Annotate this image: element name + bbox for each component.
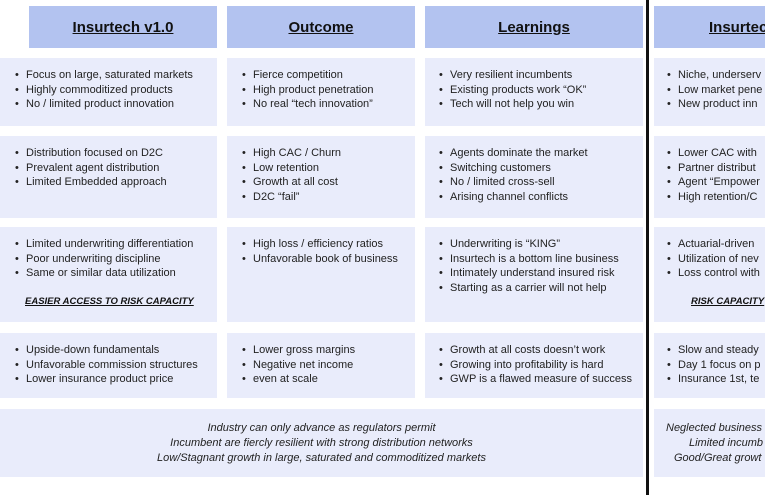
list-item: High retention/C [666, 190, 765, 205]
list-item: Day 1 focus on p [666, 358, 765, 373]
section-divider [646, 0, 649, 495]
list-item: High loss / efficiency ratios [241, 237, 415, 252]
cell-r2-c4: Lower CAC with Partner distribut Agent “… [654, 136, 765, 218]
list-item: Partner distribut [666, 161, 765, 176]
header-learnings: Learnings [425, 6, 643, 48]
footer-line: Good/Great growt [674, 452, 762, 464]
list-item: Slow and steady [666, 343, 765, 358]
header-outcome: Outcome [227, 6, 415, 48]
list-item: Niche, underserv [666, 68, 765, 83]
list-item: Lower insurance product price [14, 372, 217, 387]
footer-line: Limited incumb [689, 437, 763, 449]
list-item: Agent “Empower [666, 175, 765, 190]
list-item: Negative net income [241, 358, 415, 373]
header-label: Learnings [498, 18, 570, 36]
list-item: Unfavorable commission structures [14, 358, 217, 373]
list-item: Insurtech is a bottom line business [438, 252, 643, 267]
cell-r3-c1: Limited underwriting differentiation Poo… [0, 227, 217, 322]
cell-r3-c4: Actuarial-driven Utilization of nev Loss… [654, 227, 765, 322]
list-item: Prevalent agent distribution [14, 161, 217, 176]
list-item: Growing into profitability is hard [438, 358, 643, 373]
cell-r2-c1: Distribution focused on D2C Prevalent ag… [0, 136, 217, 218]
list-item: Very resilient incumbents [438, 68, 643, 83]
list-item: Highly commoditized products [14, 83, 217, 98]
footer-line: Industry can only advance as regulators … [207, 422, 436, 434]
list-item: New product inn [666, 97, 765, 112]
list-item: No real “tech innovation” [241, 97, 415, 112]
list-item: D2C “fail” [241, 190, 415, 205]
risk-capacity-label: EASIER ACCESS TO RISK CAPACITY [25, 296, 194, 307]
list-item: No / limited cross-sell [438, 175, 643, 190]
cell-r3-c2: High loss / efficiency ratios Unfavorabl… [227, 227, 415, 322]
list-item: Utilization of nev [666, 252, 765, 267]
header-label: Outcome [288, 18, 354, 36]
list-item: Loss control with [666, 266, 765, 281]
list-item: No / limited product innovation [14, 97, 217, 112]
list-item-continuation: even at scale [241, 372, 415, 387]
list-item: High product penetration [241, 83, 415, 98]
footer-summary-left: Industry can only advance as regulators … [0, 409, 643, 477]
header-label: Insurtec [709, 18, 765, 36]
cell-r4-c1: Upside-down fundamentals Unfavorable com… [0, 333, 217, 398]
list-item: Existing products work “OK” [438, 83, 643, 98]
footer-summary-right: Neglected business Limited incumb Good/G… [654, 409, 765, 477]
header-insurtech-v1: Insurtech v1.0 [29, 6, 217, 48]
list-item: Underwriting is “KING” [438, 237, 643, 252]
list-item: Switching customers [438, 161, 643, 176]
list-item: Limited Embedded approach [14, 175, 217, 190]
header-insurtech-v2: Insurtec [654, 6, 765, 48]
header-label: Insurtech v1.0 [72, 18, 174, 36]
cell-r2-c3: Agents dominate the market Switching cus… [425, 136, 643, 218]
list-item: Lower gross margins [241, 343, 415, 358]
cell-r1-c2: Fierce competition High product penetrat… [227, 58, 415, 126]
list-item: Agents dominate the market [438, 146, 643, 161]
list-item: Unfavorable book of business [241, 252, 415, 267]
list-item: Poor underwriting discipline [14, 252, 217, 267]
list-item: Lower CAC with [666, 146, 765, 161]
list-item: GWP is a flawed measure of success [438, 372, 643, 387]
list-item: Tech will not help you win [438, 97, 643, 112]
footer-line: Incumbent are fiercly resilient with str… [170, 437, 473, 449]
list-item: Distribution focused on D2C [14, 146, 217, 161]
list-item: Low retention [241, 161, 415, 176]
list-item: Intimately understand insured risk [438, 266, 643, 281]
list-item: Growth at all cost [241, 175, 415, 190]
cell-r4-c2: Lower gross margins Negative net income … [227, 333, 415, 398]
list-item: Fierce competition [241, 68, 415, 83]
list-item: High CAC / Churn [241, 146, 415, 161]
cell-r1-c3: Very resilient incumbents Existing produ… [425, 58, 643, 126]
list-item: Insurance 1st, te [666, 372, 765, 387]
list-item: Starting as a carrier will not help [438, 281, 643, 296]
cell-r3-c3: Underwriting is “KING” Insurtech is a bo… [425, 227, 643, 322]
cell-r4-c3: Growth at all costs doesn’t work Growing… [425, 333, 643, 398]
list-item: Same or similar data utilization [14, 266, 217, 281]
cell-r1-c1: Focus on large, saturated markets Highly… [0, 58, 217, 126]
cell-r2-c2: High CAC / Churn Low retention Growth at… [227, 136, 415, 218]
cell-r1-c4: Niche, underserv Low market pene New pro… [654, 58, 765, 126]
list-item: Limited underwriting differentiation [14, 237, 217, 252]
cell-r4-c4: Slow and steady Day 1 focus on p Insuran… [654, 333, 765, 398]
risk-capacity-label: RISK CAPACITY [691, 296, 765, 307]
footer-line: Low/Stagnant growth in large, saturated … [157, 452, 486, 464]
footer-line: Neglected business [666, 422, 763, 434]
list-item: Growth at all costs doesn’t work [438, 343, 643, 358]
list-item: Arising channel conflicts [438, 190, 643, 205]
list-item: Focus on large, saturated markets [14, 68, 217, 83]
list-item: Low market pene [666, 83, 765, 98]
list-item: Actuarial-driven [666, 237, 765, 252]
list-item: Upside-down fundamentals [14, 343, 217, 358]
